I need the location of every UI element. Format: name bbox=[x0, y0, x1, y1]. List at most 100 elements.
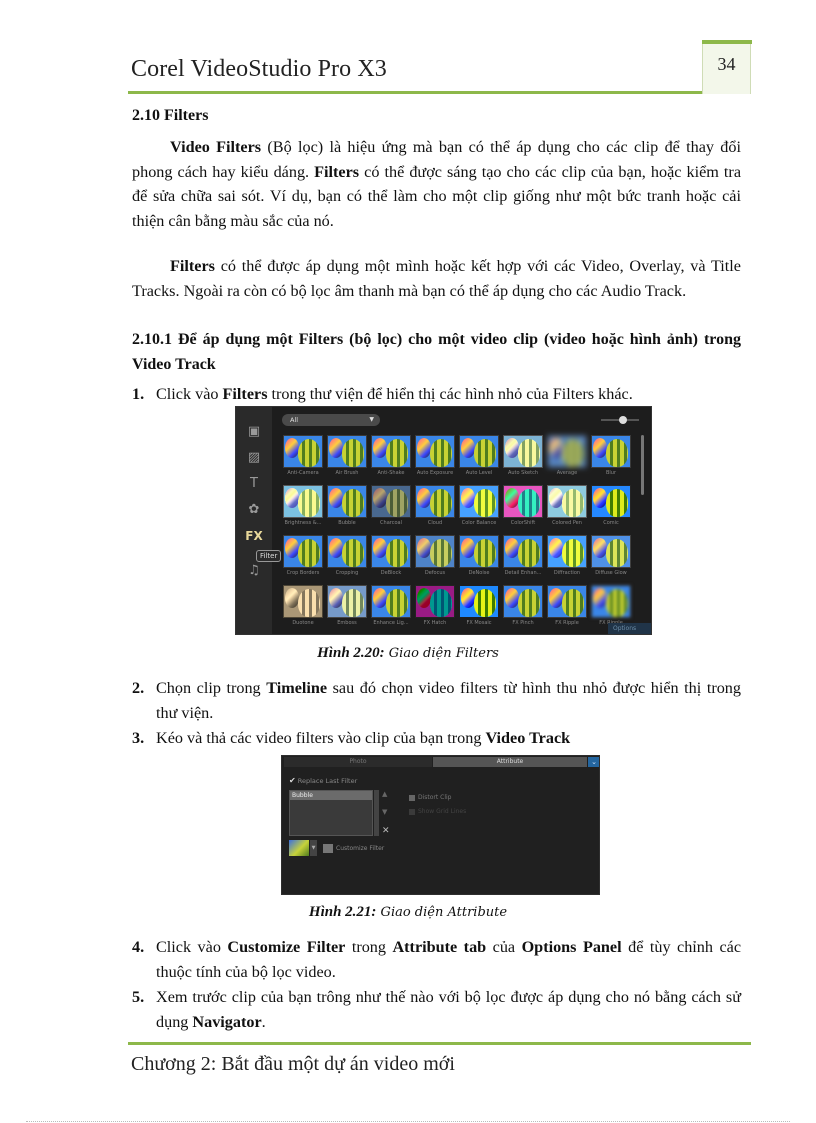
distort-clip-checkbox[interactable]: Distort Clip bbox=[409, 794, 452, 801]
filter-preview-image bbox=[459, 435, 499, 468]
page-number: 34 bbox=[717, 54, 736, 74]
filter-thumbnail[interactable]: FX Mosaic bbox=[459, 585, 499, 631]
slider-knob[interactable] bbox=[619, 416, 627, 424]
filter-thumbnail[interactable]: Color Balance bbox=[459, 485, 499, 531]
collapse-panel-icon[interactable]: ⌄ bbox=[588, 757, 599, 767]
move-down-icon[interactable]: ▼ bbox=[382, 808, 388, 816]
caption-text: Giao diện Filters bbox=[384, 646, 499, 661]
bold-term: Navigator bbox=[192, 1012, 262, 1031]
figure-caption-2-21: Hình 2.21: Giao diện Attribute bbox=[0, 904, 816, 921]
filter-thumbnail[interactable]: Auto Exposure bbox=[415, 435, 455, 481]
filter-list-scrollbar[interactable] bbox=[374, 790, 379, 836]
filter-tooltip: Filter bbox=[256, 550, 282, 562]
filter-name: Bubble bbox=[338, 520, 356, 526]
applied-filter-list[interactable]: Bubble bbox=[289, 790, 373, 836]
filter-thumbnail[interactable]: Colored Pen bbox=[547, 485, 587, 531]
fx-icon[interactable]: FX bbox=[245, 529, 263, 543]
filter-thumbnail[interactable]: Auto Level bbox=[459, 435, 499, 481]
step-1: 1.Click vào Filters trong thư viện để hi… bbox=[132, 382, 741, 407]
bold-term: Video Track bbox=[485, 729, 571, 747]
text: Click vào bbox=[156, 938, 228, 956]
filter-thumbnail[interactable]: DeNoise bbox=[459, 535, 499, 581]
audio-icon[interactable]: ♫ bbox=[248, 563, 260, 578]
figure-caption-2-20: Hình 2.20: Giao diện Filters bbox=[0, 645, 816, 662]
filter-thumbnail[interactable]: FX Hatch bbox=[415, 585, 455, 631]
filter-thumbnail[interactable]: Comic bbox=[591, 485, 631, 531]
move-up-icon[interactable]: ▲ bbox=[382, 790, 388, 798]
filter-thumbnail[interactable]: Enhance Lig... bbox=[371, 585, 411, 631]
text: có thể được áp dụng một mình hoặc kết hợ… bbox=[132, 257, 741, 300]
step-number: 1. bbox=[132, 385, 145, 403]
attribute-panel-screenshot: Photo Attribute ⌄ ✔ Replace Last Filter … bbox=[281, 755, 600, 895]
filter-preview-image bbox=[459, 485, 499, 518]
title-icon[interactable]: T bbox=[250, 476, 258, 491]
filter-thumbnail[interactable]: Cloud bbox=[415, 485, 455, 531]
filter-thumbnail[interactable]: Crop Borders bbox=[283, 535, 323, 581]
filter-thumbnail[interactable]: Anti-Camera bbox=[283, 435, 323, 481]
preset-thumbnail[interactable] bbox=[289, 840, 309, 856]
filter-name: FX Mosaic bbox=[466, 620, 492, 626]
filter-name: Auto Sketch bbox=[507, 470, 539, 476]
filter-preview-image bbox=[547, 435, 587, 468]
filter-name: FX Hatch bbox=[423, 620, 447, 626]
bold-term: Timeline bbox=[266, 679, 328, 697]
text: trong thư viện để hiển thị các hình nhỏ … bbox=[267, 385, 633, 403]
filter-thumbnail[interactable]: FX Pinch bbox=[503, 585, 543, 631]
section-heading: 2.10 Filters bbox=[132, 107, 209, 124]
filter-thumbnail[interactable]: Bubble bbox=[327, 485, 367, 531]
filter-preview-image bbox=[415, 435, 455, 468]
filter-thumbnail[interactable]: Diffraction bbox=[547, 535, 587, 581]
filter-category-dropdown[interactable]: All ▼ bbox=[282, 414, 380, 426]
filter-name: Diffraction bbox=[553, 570, 581, 576]
filter-name: Brightness &... bbox=[284, 520, 322, 526]
graphic-icon[interactable]: ✿ bbox=[248, 502, 260, 517]
filter-thumbnail[interactable]: Cropping bbox=[327, 535, 367, 581]
filter-thumbnail[interactable]: Charcoal bbox=[371, 485, 411, 531]
filter-preview-image bbox=[547, 585, 587, 618]
filter-name: FX Ripple bbox=[555, 620, 579, 626]
filter-name: Blur bbox=[605, 470, 617, 476]
library-scrollbar[interactable] bbox=[641, 435, 644, 495]
filter-thumbnail[interactable]: Average bbox=[547, 435, 587, 481]
filter-name: Comic bbox=[603, 520, 619, 526]
remove-filter-icon[interactable]: ✕ bbox=[382, 826, 390, 836]
filter-name: Average bbox=[556, 470, 578, 476]
filter-thumbnail[interactable]: DeBlock bbox=[371, 535, 411, 581]
filter-name: Diffuse Glow bbox=[595, 570, 627, 576]
filter-thumbnail[interactable]: Duotone bbox=[283, 585, 323, 631]
customize-filter-button[interactable]: Customize Filter bbox=[336, 845, 385, 852]
filter-thumbnail[interactable]: Emboss bbox=[327, 585, 367, 631]
filter-list-item[interactable]: Bubble bbox=[290, 791, 372, 800]
show-grid-checkbox[interactable]: Show Grid Lines bbox=[409, 808, 466, 815]
options-button[interactable]: Options bbox=[608, 623, 651, 634]
caption-text: Giao diện Attribute bbox=[376, 905, 508, 920]
customize-filter-icon[interactable] bbox=[323, 844, 333, 853]
filter-thumbnail[interactable]: Diffuse Glow bbox=[591, 535, 631, 581]
filter-thumbnail[interactable]: Auto Sketch bbox=[503, 435, 543, 481]
filter-thumbnail[interactable]: Blur bbox=[591, 435, 631, 481]
thumbnail-size-slider[interactable] bbox=[601, 416, 639, 424]
filter-preview-image bbox=[591, 585, 631, 618]
filter-preview-image bbox=[415, 535, 455, 568]
bold-term: Attribute tab bbox=[392, 938, 487, 956]
tab-attribute[interactable]: Attribute bbox=[433, 757, 587, 767]
filter-thumbnail[interactable]: FX Ripple bbox=[591, 585, 631, 631]
filter-thumbnail[interactable]: FX Ripple bbox=[547, 585, 587, 631]
video-icon[interactable]: ▣ bbox=[247, 424, 261, 439]
replace-last-filter-checkbox[interactable]: ✔ Replace Last Filter bbox=[289, 776, 357, 785]
filter-thumbnail[interactable]: Brightness &... bbox=[283, 485, 323, 531]
photo-icon[interactable]: ▨ bbox=[247, 450, 261, 465]
preset-dropdown-icon[interactable]: ▼ bbox=[310, 840, 317, 856]
filter-thumbnail[interactable]: Detail Enhan... bbox=[503, 535, 543, 581]
filter-preview-image bbox=[327, 485, 367, 518]
filter-thumbnail[interactable]: Defocus bbox=[415, 535, 455, 581]
filter-thumbnail[interactable]: ColorShift bbox=[503, 485, 543, 531]
checkbox-label: Replace Last Filter bbox=[297, 777, 358, 785]
filter-preview-image bbox=[591, 485, 631, 518]
filter-preview-image bbox=[283, 535, 323, 568]
text: có thể được sáng tạo cho các clip của bạ… bbox=[132, 162, 742, 230]
tab-photo[interactable]: Photo bbox=[284, 757, 432, 767]
filter-thumbnail[interactable]: Anti-Shake bbox=[371, 435, 411, 481]
filter-preview-image bbox=[591, 435, 631, 468]
filter-thumbnail[interactable]: Air Brush bbox=[327, 435, 367, 481]
